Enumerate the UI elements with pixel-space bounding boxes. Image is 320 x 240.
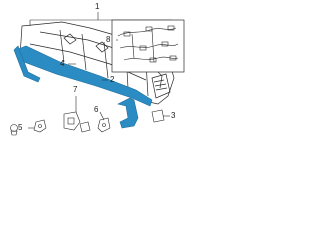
callout-5: 5 [18, 123, 23, 132]
callout-6: 6 [94, 105, 99, 114]
harness-detail-box [111, 19, 185, 73]
wiring-harness [117, 25, 179, 63]
highlighted-side-bar [117, 97, 139, 129]
parts-diagram [10, 12, 185, 136]
fastener-clip-b [79, 121, 91, 133]
fastener-clip-6 [97, 117, 111, 133]
highlighted-left-tip [13, 45, 41, 83]
callout-3: 3 [171, 111, 176, 120]
callout-7: 7 [73, 85, 78, 94]
callout-8: 8 [106, 35, 111, 44]
callout-4: 4 [60, 59, 65, 68]
callout-2: 2 [110, 75, 115, 84]
fastener-clip-a [33, 119, 47, 133]
callout-1: 1 [95, 2, 100, 11]
leader-line-6 [99, 111, 105, 121]
fastener-clip-3 [151, 109, 165, 123]
fastener-clip-7 [63, 111, 81, 131]
fastener-clip-5 [10, 124, 18, 136]
